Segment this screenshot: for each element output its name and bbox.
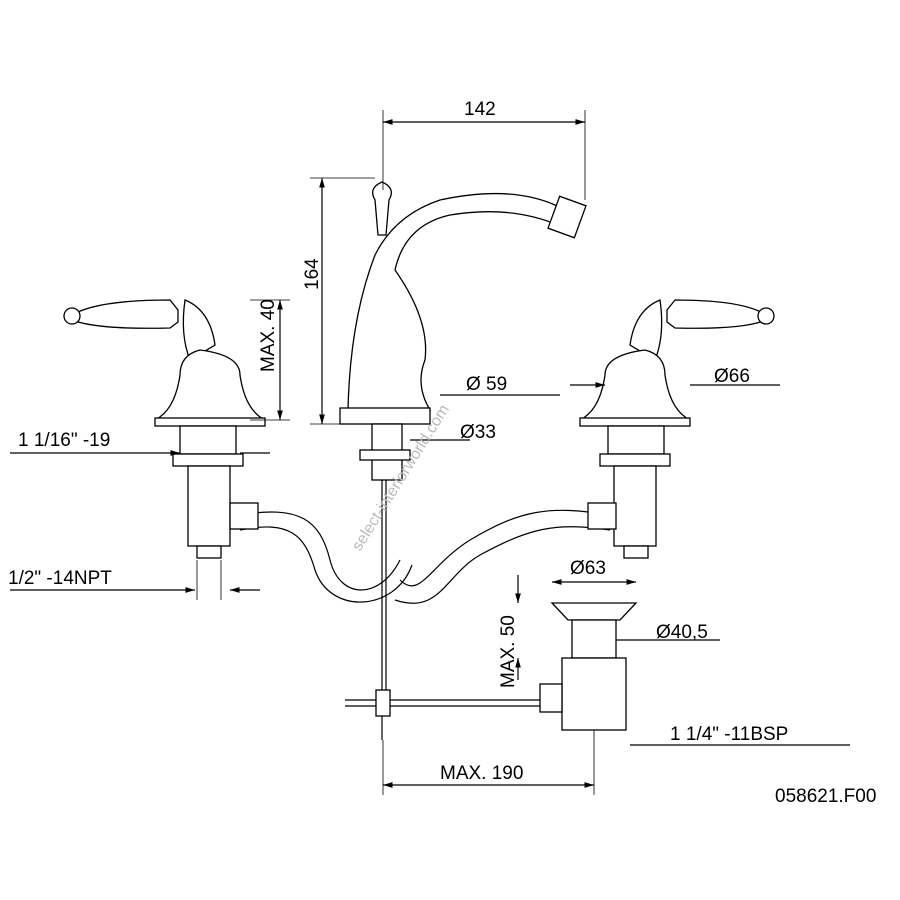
pop-up-drain [539,602,638,731]
hoses [239,509,611,604]
aerator [547,195,587,239]
left-shank [187,465,231,547]
dim-thread-handle: 1 1/16" -19 [18,430,110,451]
dim-dia-33: Ø33 [460,422,496,443]
drawing-number: 058621.F00 [775,786,876,807]
dim-dia-66: Ø66 [714,366,750,387]
dim-dia-63: Ø63 [570,558,606,579]
spout [339,181,587,740]
right-shank [613,465,657,547]
dim-max-190: MAX. 190 [440,763,523,784]
dim-spout-reach: 142 [464,99,496,120]
spout-base [339,407,431,425]
right-lever [666,299,772,329]
drain-flange [550,602,638,621]
left-lever-knob [63,307,81,325]
dim-max-50: MAX. 50 [498,615,519,688]
left-lever [66,299,179,329]
spout-body [347,192,566,411]
left-handle-valve [63,299,266,559]
left-bell-body [154,349,266,421]
dim-thread-drain: 1 1/4" -11BSP [670,724,788,745]
right-lever-knob [757,307,775,325]
dim-max-40: MAX. 40 [258,299,279,372]
dimension-lines [10,110,850,795]
right-handle-valve [579,299,775,559]
dim-thread-inlet: 1/2" -14NPT [8,568,112,589]
drain-body [561,657,627,731]
dim-dia-59: Ø 59 [466,374,507,395]
dim-dia-40-5: Ø40,5 [656,622,708,643]
spout-finial [372,181,392,236]
dim-spout-height: 164 [302,258,323,290]
